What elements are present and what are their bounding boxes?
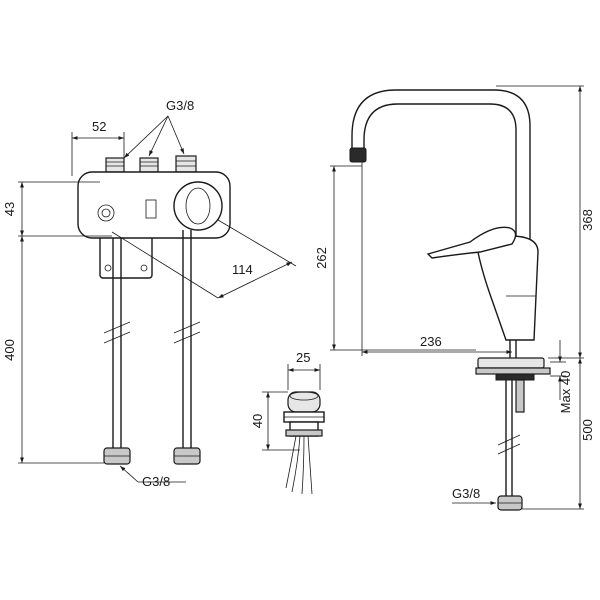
counter-plate: [475, 367, 551, 375]
label-g38-hose: G3/8: [142, 474, 170, 489]
mounting-rod: [515, 379, 525, 413]
button-cables: [285, 435, 313, 495]
leader-g38-top: G3/8: [123, 98, 194, 159]
top-connector-left: [105, 157, 125, 173]
dim-25: 25: [287, 350, 321, 390]
dim-label-236: 236: [420, 334, 442, 349]
dim-label-43: 43: [2, 202, 17, 216]
dim-label-368: 368: [580, 209, 595, 231]
dim-label-25: 25: [296, 350, 310, 365]
spout-inner: [363, 103, 517, 242]
mounting-plate: [99, 235, 153, 279]
label-g38-tap: G3/8: [452, 486, 480, 501]
control-knob: [173, 181, 223, 231]
label-g38-top: G3/8: [166, 98, 194, 113]
top-connector-middle: [139, 157, 159, 173]
top-connector-right: [175, 155, 197, 173]
faucet-body: [477, 235, 539, 341]
hose-left: [103, 238, 131, 465]
dim-114: 114: [111, 219, 297, 299]
dim-label-262: 262: [314, 247, 329, 269]
faucet-view: 262 236 368 Max 40 500: [314, 85, 595, 511]
dim-label-max40: Max 40: [558, 371, 573, 414]
dim-label-500: 500: [580, 419, 595, 441]
lever-handle: [426, 226, 517, 259]
hose-right: [173, 230, 201, 465]
mixer-body-view: 52 G3/8 43 400 114: [2, 98, 297, 489]
dim-label-400: 400: [2, 339, 17, 361]
faucet-base: [477, 357, 545, 369]
dim-40: 40: [250, 391, 300, 451]
dim-max40: Max 40: [550, 340, 573, 413]
dim-262: 262: [314, 165, 476, 351]
dim-label-52: 52: [92, 119, 106, 134]
outlet-port: [97, 204, 115, 222]
dim-52: 52: [71, 119, 125, 176]
dim-label-40: 40: [250, 414, 265, 428]
dim-368: 368: [496, 85, 595, 359]
dim-500: 500: [522, 358, 595, 510]
dim-43: 43: [2, 181, 112, 237]
dim-236: 236: [361, 162, 512, 356]
leader-g38-tap: G3/8: [452, 486, 496, 505]
push-button-view: 25 40: [250, 350, 325, 495]
spout-outer: [351, 89, 531, 242]
button-cap: [287, 391, 321, 413]
dim-400: 400: [2, 236, 104, 464]
leader-g38-hose: G3/8: [119, 465, 186, 489]
dim-label-114: 114: [232, 262, 253, 277]
spout-aerator: [349, 147, 367, 163]
